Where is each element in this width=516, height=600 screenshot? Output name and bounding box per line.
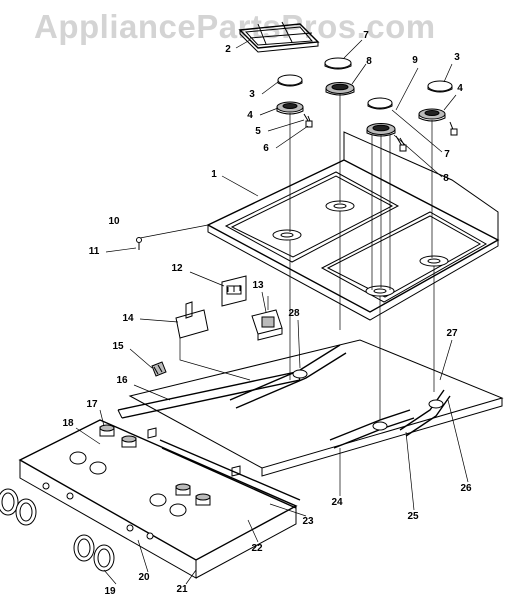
burner-head-far-right[interactable]	[418, 108, 446, 122]
callout-labels: 1233445677889101112131415161718192021222…	[62, 30, 472, 597]
burner-tube-right-rear[interactable]	[399, 389, 451, 437]
valve-clip[interactable]	[147, 427, 241, 477]
burner-cap-right-front[interactable]	[367, 97, 393, 110]
callout-12: 12	[171, 263, 183, 274]
gas-valve-3[interactable]	[175, 483, 191, 496]
screw-10-11[interactable]	[136, 224, 209, 250]
assembly-guide-lines	[289, 94, 435, 420]
electrode-left[interactable]	[303, 113, 313, 128]
callout-26: 26	[460, 483, 472, 494]
callout-1: 1	[211, 169, 217, 180]
burner-head-right-rear[interactable]	[325, 82, 355, 96]
callout-16: 16	[116, 375, 128, 386]
callout-7: 7	[363, 30, 369, 41]
burner-cap-left[interactable]	[277, 74, 303, 87]
callout-28: 28	[288, 308, 300, 319]
callout-27: 27	[446, 328, 458, 339]
control-knob-4[interactable]	[93, 544, 115, 572]
control-knob-3[interactable]	[73, 534, 95, 562]
control-knob-2[interactable]	[15, 498, 37, 526]
callout-13: 13	[252, 280, 264, 291]
burner-box-tray[interactable]	[128, 339, 504, 477]
leader-lines	[75, 39, 469, 585]
burner-cap-far-right[interactable]	[427, 80, 453, 93]
callout-22: 22	[251, 543, 263, 554]
callout-8: 8	[366, 56, 372, 67]
callout-24: 24	[331, 497, 343, 508]
burner-head-left[interactable]	[276, 101, 304, 115]
callout-19: 19	[104, 586, 116, 597]
callout-4: 4	[247, 110, 253, 121]
control-knob-1[interactable]	[0, 488, 19, 516]
callout-8: 8	[443, 173, 449, 184]
callout-20: 20	[138, 572, 150, 583]
knob-bezels[interactable]	[69, 451, 187, 517]
burner-head-right-front[interactable]	[366, 123, 396, 137]
orifice-fitting[interactable]	[151, 361, 167, 377]
callout-3: 3	[249, 89, 255, 100]
control-panel[interactable]	[18, 419, 298, 579]
callout-9: 9	[412, 55, 418, 66]
callout-6: 6	[263, 143, 269, 154]
burner-tube-right[interactable]	[329, 409, 415, 449]
callout-23: 23	[302, 516, 314, 527]
callout-3: 3	[454, 52, 460, 63]
callout-15: 15	[112, 341, 124, 352]
spark-switch-bracket[interactable]	[175, 301, 251, 381]
callout-25: 25	[407, 511, 419, 522]
burner-cap-right-rear[interactable]	[324, 57, 352, 70]
gas-manifold-pipe[interactable]	[117, 371, 301, 509]
cooktop[interactable]	[206, 131, 500, 321]
electrode-right[interactable]	[395, 121, 458, 152]
watermark-text: AppliancePartsPros.com	[34, 8, 436, 45]
burner-tube-left[interactable]	[229, 344, 347, 409]
callout-5: 5	[255, 126, 261, 137]
callout-21: 21	[176, 584, 188, 595]
burner-grate[interactable]	[238, 21, 320, 53]
callout-11: 11	[89, 246, 100, 257]
callout-18: 18	[62, 418, 74, 429]
callout-7: 7	[444, 149, 450, 160]
pressure-regulator[interactable]	[251, 296, 283, 341]
callout-4: 4	[457, 83, 463, 94]
callout-17: 17	[86, 399, 98, 410]
gas-valve-2[interactable]	[121, 435, 137, 448]
spark-module-bracket[interactable]	[221, 275, 247, 307]
callout-10: 10	[108, 216, 120, 227]
gas-valve-1[interactable]	[99, 424, 115, 437]
callout-2: 2	[225, 44, 231, 55]
gas-valve-4[interactable]	[195, 493, 211, 506]
callout-14: 14	[122, 313, 134, 324]
